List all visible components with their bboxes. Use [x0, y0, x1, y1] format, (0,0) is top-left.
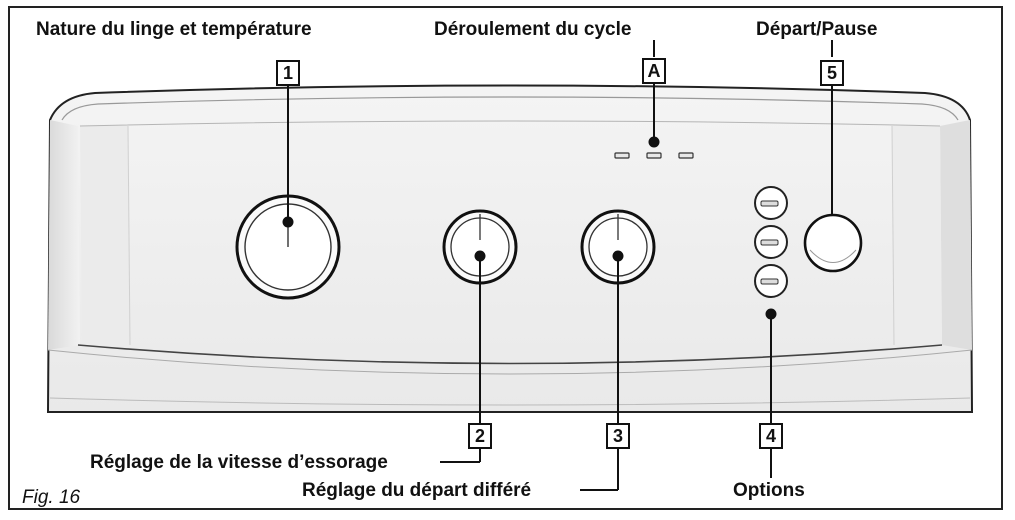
label-options: Options — [733, 480, 805, 501]
label-spin-speed: Réglage de la vitesse d’essorage — [90, 452, 388, 473]
start-pause-button — [803, 213, 863, 273]
indicator-led-2 — [646, 152, 662, 159]
leader-lines — [282, 40, 833, 491]
figure-frame — [8, 6, 1003, 510]
label-start-pause: Départ/Pause — [756, 19, 878, 40]
indicator-led-1 — [614, 152, 630, 159]
label-cycle-progress: Déroulement du cycle — [434, 19, 632, 40]
program-knob — [235, 194, 341, 300]
label-delay-start: Réglage du départ différé — [302, 480, 532, 501]
label-nature-temperature: Nature du linge et température — [36, 19, 312, 40]
option-button-1 — [754, 186, 788, 220]
callout-a: A — [642, 58, 666, 84]
callout-2: 2 — [468, 423, 492, 449]
indicator-led-3 — [678, 152, 694, 159]
callout-5: 5 — [820, 60, 844, 86]
callout-1: 1 — [276, 60, 300, 86]
figure-caption: Fig. 16 — [22, 487, 81, 508]
spin-speed-knob — [442, 209, 518, 285]
option-button-3 — [754, 264, 788, 298]
callout-4: 4 — [759, 423, 783, 449]
callout-3: 3 — [606, 423, 630, 449]
option-button-2 — [754, 225, 788, 259]
